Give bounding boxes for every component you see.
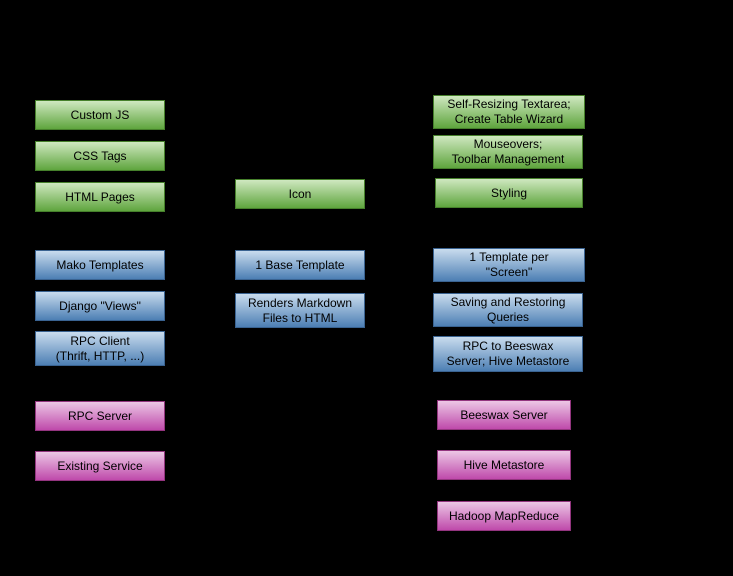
box-styling: Styling xyxy=(435,178,583,208)
box-1-template-per-screen: 1 Template per "Screen" xyxy=(433,248,585,282)
box-django-views: Django "Views" xyxy=(35,291,165,321)
box-hadoop-mapreduce: Hadoop MapReduce xyxy=(437,501,571,531)
box-rpc-client: RPC Client (Thrift, HTTP, ...) xyxy=(35,331,165,366)
box-css-tags: CSS Tags xyxy=(35,141,165,171)
box-rpc-server: RPC Server xyxy=(35,401,165,431)
box-hive-metastore: Hive Metastore xyxy=(437,450,571,480)
box-self-resizing-textarea: Self-Resizing Textarea; Create Table Wiz… xyxy=(433,95,585,129)
box-saving-restoring-queries: Saving and Restoring Queries xyxy=(433,293,583,327)
box-rpc-to-beeswax: RPC to Beeswax Server; Hive Metastore xyxy=(433,336,583,372)
box-beeswax-server: Beeswax Server xyxy=(437,400,571,430)
box-renders-markdown: Renders Markdown Files to HTML xyxy=(235,293,365,328)
box-1-base-template: 1 Base Template xyxy=(235,250,365,280)
box-custom-js: Custom JS xyxy=(35,100,165,130)
box-html-pages: HTML Pages xyxy=(35,182,165,212)
box-icon: Icon xyxy=(235,179,365,209)
box-mouseovers: Mouseovers; Toolbar Management xyxy=(433,135,583,169)
box-existing-service: Existing Service xyxy=(35,451,165,481)
box-mako-templates: Mako Templates xyxy=(35,250,165,280)
